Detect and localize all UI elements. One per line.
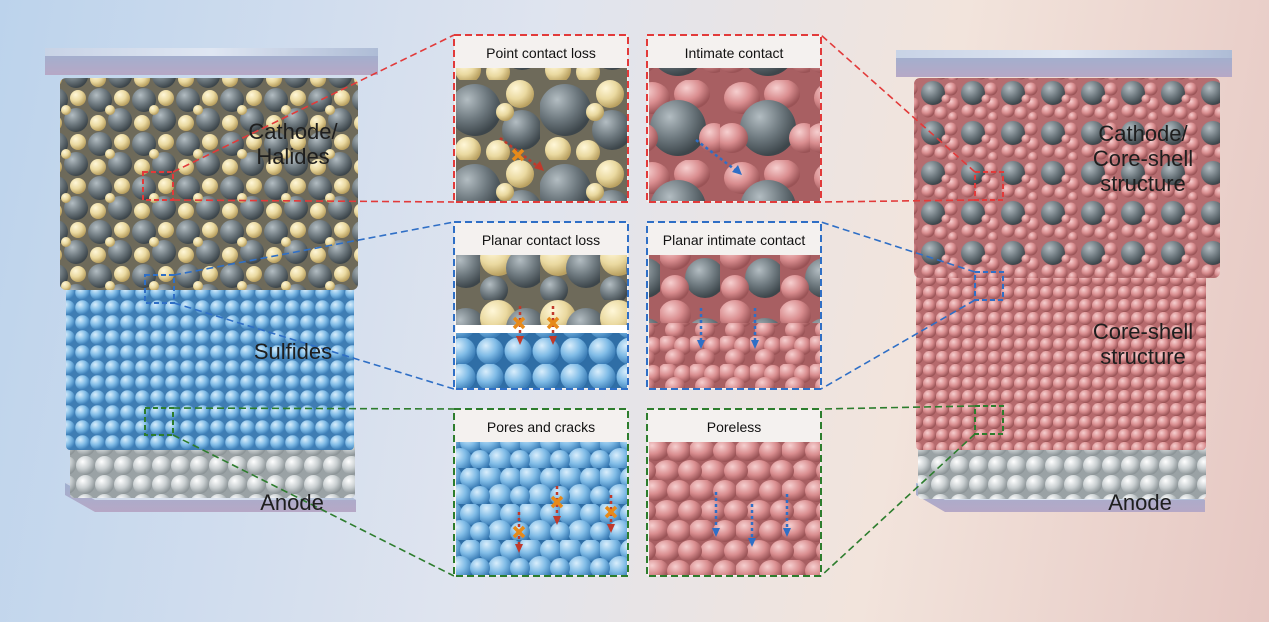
right-anode-label: Anode — [1108, 490, 1172, 515]
right-cathode-core-shell-layer — [914, 78, 1220, 278]
right-cathode-label-line-2: Core-shell — [1092, 146, 1194, 171]
panel-title-planar-intimate-contact: Planar intimate contact — [662, 232, 806, 248]
right-electrolyte-label: Core-shell structure — [1073, 319, 1213, 369]
right-electrolyte-label-line-1: Core-shell — [1092, 319, 1194, 344]
left-red-zoom-box — [142, 171, 174, 201]
right-cathode-label: Cathode/ Core-shell structure — [1073, 121, 1213, 196]
left-blue-zoom-box — [144, 274, 175, 304]
right-core-shell-layer — [916, 270, 1206, 450]
panel-point-contact-loss — [453, 34, 629, 203]
left-sulfide-layer — [66, 282, 354, 450]
left-cathode-label-line-1: Cathode/ — [248, 119, 338, 144]
panel-planar-intimate-contact — [646, 221, 822, 390]
panel-planar-contact-loss — [453, 221, 629, 390]
left-anode-label: Anode — [260, 490, 324, 515]
left-electrolyte-label: Sulfides — [253, 339, 333, 364]
zoom-connector-lines — [172, 34, 976, 577]
panel-title-point-contact-loss: Point contact loss — [486, 45, 596, 61]
panel-title-planar-contact-loss: Planar contact loss — [481, 232, 601, 248]
left-anode-layer — [70, 440, 355, 498]
left-green-zoom-box — [144, 407, 174, 436]
left-cathode-halide-layer — [60, 78, 358, 290]
right-electrolyte-label-line-2: structure — [1100, 344, 1186, 369]
left-cathode-label-line-2: Halides — [256, 144, 330, 169]
right-red-zoom-box — [974, 171, 1004, 201]
right-anode-layer — [918, 444, 1206, 499]
panel-title-intimate-contact: Intimate contact — [684, 45, 784, 61]
right-green-zoom-box — [974, 405, 1004, 435]
panel-title-poreless: Poreless — [706, 419, 762, 435]
panel-poreless — [646, 408, 822, 577]
left-top-plate — [45, 52, 378, 75]
left-battery-stack — [45, 48, 378, 512]
panel-pores-and-cracks — [453, 408, 629, 577]
right-cathode-label-line-1: Cathode/ — [1098, 121, 1188, 146]
panel-intimate-contact — [646, 34, 822, 203]
cross-mark-icon — [511, 148, 525, 162]
conduction-path-arrow — [695, 139, 739, 173]
left-cathode-label: Cathode/ Halides — [238, 119, 348, 169]
right-battery-stack — [896, 50, 1232, 512]
right-top-plate — [896, 54, 1232, 77]
right-blue-zoom-box — [974, 271, 1004, 301]
right-cathode-label-line-3: structure — [1100, 171, 1186, 196]
panel-title-pores-and-cracks: Pores and cracks — [486, 419, 596, 435]
